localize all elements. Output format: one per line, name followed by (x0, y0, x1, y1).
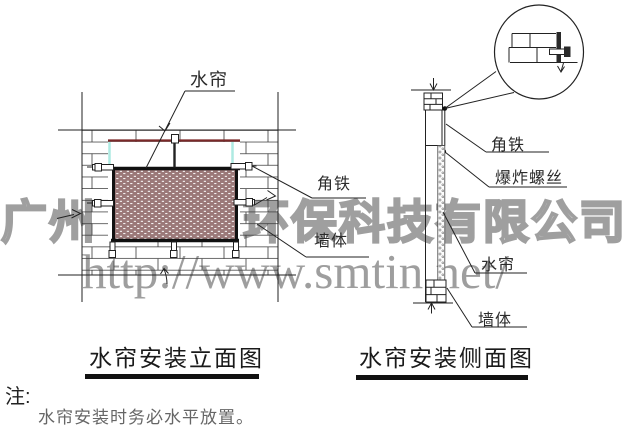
side-view-caption: 水帘安装侧面图 (359, 345, 534, 371)
side-view-group (411, 4, 585, 328)
note-text: 水帘安装时务必水平放置。 (38, 408, 254, 427)
label-angle-iron-front: 角铁 (317, 176, 352, 193)
panel-legs (108, 241, 240, 258)
caption-bar-side (356, 375, 528, 380)
angle-iron-side (425, 106, 446, 146)
detail-callout (444, 4, 585, 109)
label-water-curtain-side: 水帘 (481, 257, 516, 274)
side-seals-cyan (108, 142, 234, 167)
label-explosive-bolt-side: 爆炸螺丝 (495, 170, 564, 187)
wall-block-top (423, 92, 443, 111)
watermark-company-right: 环保科技有限公司 (242, 195, 627, 249)
bottom-break-arrow (160, 267, 169, 285)
explosive-bolt-detail (564, 46, 571, 57)
angle-iron-plate-detail (556, 32, 561, 63)
water-inlet-pipe (171, 134, 179, 168)
front-view-leaders (145, 90, 369, 258)
left-wall-arrow (56, 209, 82, 219)
side-view-leaders (442, 123, 567, 328)
label-wall-side: 墙体 (478, 312, 513, 329)
note-prefix: 注: (5, 386, 31, 408)
detail-circle (493, 4, 585, 100)
angle-iron-brackets-front (87, 162, 277, 208)
front-view-group (56, 90, 369, 302)
wall-block-bottom (425, 279, 447, 303)
front-view-caption: 水帘安装立面图 (89, 345, 264, 371)
water-curtain-panel (112, 167, 238, 241)
watermark-company-left: 广州 (0, 195, 97, 249)
caption-bar-front (85, 374, 259, 379)
label-angle-iron-side: 角铁 (491, 137, 526, 154)
label-wall-front: 墙体 (314, 233, 349, 250)
label-water-curtain-front: 水帘 (190, 70, 228, 90)
